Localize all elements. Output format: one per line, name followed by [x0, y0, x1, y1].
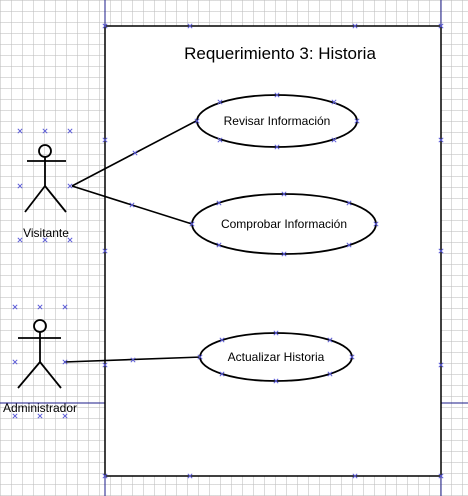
connection-marker — [352, 473, 358, 479]
connection-marker — [273, 330, 279, 336]
connection-marker — [438, 473, 444, 479]
actor-visitante[interactable] — [24, 144, 67, 213]
actor-head — [38, 144, 52, 158]
connection-marker — [331, 137, 337, 143]
connection-marker — [438, 23, 444, 29]
connection-marker — [62, 304, 68, 310]
connection-marker — [217, 137, 223, 143]
actor-administrador[interactable] — [17, 319, 62, 389]
connection-marker — [219, 337, 225, 343]
connection-marker — [12, 304, 18, 310]
connection-marker — [12, 413, 18, 419]
actor-leg-right — [39, 361, 62, 389]
connection-marker — [12, 359, 18, 365]
connection-marker — [130, 357, 136, 363]
connection-marker — [62, 413, 68, 419]
connection-marker — [349, 354, 355, 360]
actor-leg-left — [17, 361, 41, 389]
connection-marker — [216, 242, 222, 248]
actor-label-administrador: Administrador — [3, 401, 77, 415]
connection-marker — [102, 473, 108, 479]
connection-marker — [42, 237, 48, 243]
connection-marker — [67, 183, 73, 189]
actor-head — [33, 319, 47, 333]
connection-markers — [12, 23, 444, 479]
connection-marker — [17, 237, 23, 243]
connection-marker — [327, 371, 333, 377]
connection-marker — [274, 92, 280, 98]
connection-marker — [42, 128, 48, 134]
connection-marker — [438, 362, 444, 368]
connection-marker — [331, 99, 337, 105]
connection-marker — [189, 221, 195, 227]
connection-marker — [216, 200, 222, 206]
connection-marker — [438, 248, 444, 254]
actor-leg-right — [44, 185, 67, 213]
use-case-label: Actualizar Historia — [228, 350, 325, 364]
connection-marker — [102, 137, 108, 143]
connection-marker — [373, 221, 379, 227]
connection-marker — [354, 118, 360, 124]
connection-marker — [197, 354, 203, 360]
connection-marker — [102, 362, 108, 368]
connection-marker — [62, 359, 68, 365]
connection-marker — [346, 200, 352, 206]
connection-marker — [194, 118, 200, 124]
connection-marker — [102, 248, 108, 254]
connection-marker — [274, 144, 280, 150]
connection-marker — [129, 202, 135, 208]
connection-marker — [17, 128, 23, 134]
connection-marker — [273, 378, 279, 384]
connection-marker — [17, 183, 23, 189]
connection-marker — [281, 251, 287, 257]
connection-marker — [219, 371, 225, 377]
system-title: Requerimiento 3: Historia — [184, 44, 376, 63]
connection-marker — [37, 413, 43, 419]
connection-marker — [438, 137, 444, 143]
connection-marker — [37, 304, 43, 310]
use-case-label: Comprobar Información — [221, 217, 347, 231]
actor-label-visitante: Visitante — [23, 226, 69, 240]
connection-marker — [67, 128, 73, 134]
use-case-revisar[interactable]: Revisar Información — [196, 94, 358, 148]
connection-marker — [67, 237, 73, 243]
connection-marker — [281, 191, 287, 197]
use-case-label: Revisar Información — [224, 114, 331, 128]
connection-marker — [327, 337, 333, 343]
connection-marker — [187, 23, 193, 29]
connection-marker — [132, 150, 138, 156]
connection-marker — [346, 242, 352, 248]
connection-marker — [217, 99, 223, 105]
connection-marker — [187, 473, 193, 479]
actor-leg-left — [24, 185, 46, 213]
connection-marker — [102, 23, 108, 29]
connection-marker — [352, 23, 358, 29]
